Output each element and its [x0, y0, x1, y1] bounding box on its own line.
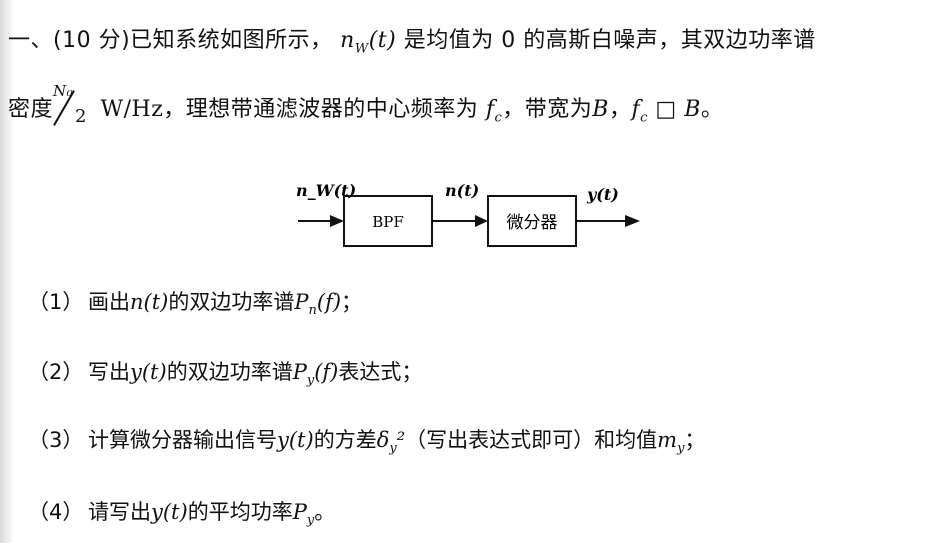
text: ，带宽为: [502, 97, 593, 122]
mid-label: n(t): [445, 181, 479, 200]
question-1: （1）画出n(t)的双边功率谱Pn(f)；: [28, 290, 363, 319]
problem-line-1: 一、(10 分)已知系统如图所示， nW(t) 是均值为 0 的高斯白噪声，其双…: [8, 22, 816, 56]
question-4: （4）请写出y(t)的平均功率Py。: [28, 500, 336, 529]
text: W/Hz，理想带通滤波器的中心频率为: [93, 97, 479, 122]
math-nw: nW(t): [340, 28, 397, 57]
differentiator-label: 微分器: [507, 213, 558, 233]
bpf-label: BPF: [372, 213, 404, 231]
relation-symbol: □: [655, 97, 677, 122]
text: 一、(10 分)已知系统如图所示，: [8, 28, 333, 53]
question-2: （2）写出y(t)的双边功率谱Py(f)表达式；: [28, 360, 423, 389]
question-3: （3）计算微分器输出信号y(t)的方差δy²（写出表达式即可）和均值my；: [28, 428, 706, 457]
math-fc: fc: [631, 97, 648, 126]
output-label: y(t): [586, 185, 619, 204]
math-fc: fc: [485, 97, 503, 126]
input-label: n_W(t): [296, 181, 356, 200]
left-edge-shadow: [0, 0, 14, 543]
math-B: B: [684, 97, 701, 122]
text: 。: [700, 97, 724, 122]
text: 是均值为 0 的高斯白噪声，其双边功率谱: [403, 28, 816, 53]
text: ，: [608, 97, 632, 122]
math-B: B: [592, 97, 609, 122]
block-diagram: n_W(t) BPF n(t) 微分器 y(t): [296, 181, 640, 247]
text: 密度: [8, 97, 54, 122]
